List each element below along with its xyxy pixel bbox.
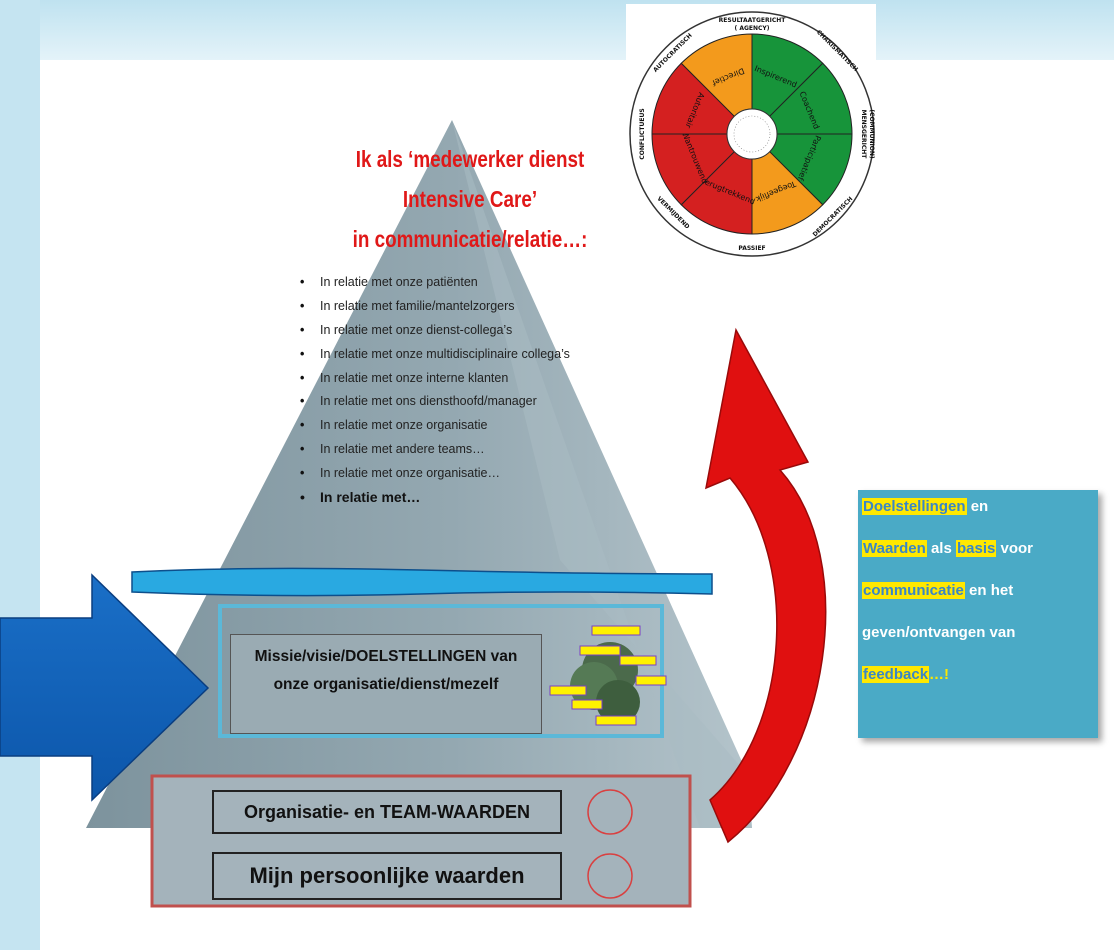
personal-values-box: Mijn persoonlijke waarden: [212, 852, 562, 900]
side-note-line-3: communicatie en het: [862, 582, 1014, 599]
leadership-wheel: InspirerendCoachendParticipatiefToegeefl…: [626, 4, 876, 260]
list-item: •In relatie met onze dienst-collega’s: [300, 322, 513, 337]
mission-frame: [218, 604, 664, 738]
side-note-box: Doelstellingen en Waarden als basis voor…: [858, 490, 1098, 738]
list-item: •In relatie met onze multidisciplinaire …: [300, 346, 570, 361]
list-item: •In relatie met onze organisatie: [300, 418, 488, 433]
list-item: •In relatie met onze organisatie…: [300, 466, 500, 481]
list-item: •In relatie met…: [300, 489, 421, 506]
list-item: •In relatie met ons diensthoofd/manager: [300, 394, 537, 409]
list-item: •In relatie met onze interne klanten: [300, 370, 509, 385]
side-note-line-2: Waarden als basis voor: [862, 540, 1034, 557]
wheel-label-top: RESULTAATGERICHT: [719, 17, 787, 24]
mission-box: Missie/visie/DOELSTELLINGEN van onze org…: [230, 634, 542, 734]
goals-cluster-graphic: [549, 625, 667, 726]
side-note-line-4: geven/ontvangen van: [862, 624, 1016, 641]
background-top-band: [0, 0, 1114, 60]
wheel-label-top-sub: ( AGENCY): [734, 25, 769, 32]
title-line-2: Intensive Care’: [402, 186, 538, 212]
list-item: •In relatie met andere teams…: [300, 442, 485, 457]
red-curved-arrow: [705, 327, 827, 844]
organisation-values-box: Organisatie- en TEAM-WAARDEN: [212, 790, 562, 834]
title-line-1: Ik als ‘medewerker dienst: [355, 146, 585, 172]
background-left-band: [0, 0, 40, 950]
list-item: •In relatie met onze patiënten: [300, 275, 478, 289]
pyramid-side-face: [452, 120, 752, 828]
relations-list: •In relatie met onze patiënten •In relat…: [300, 272, 570, 511]
separator-band: [131, 567, 713, 597]
mission-line-1: Missie/visie/DOELSTELLINGEN van: [254, 648, 518, 665]
wheel-label-left: CONFLICTUEUS: [639, 108, 646, 159]
side-note-line-1: Doelstellingen en: [862, 498, 989, 515]
title-line-3: in communicatie/relatie…:: [352, 226, 588, 252]
value-circle-bottom: [587, 853, 633, 899]
side-note-line-5: feedback…!: [862, 666, 950, 683]
wheel-label-bottom: PASSIEF: [738, 245, 765, 252]
value-circle-top: [587, 789, 633, 835]
mission-line-2: onze organisatie/dienst/mezelf: [273, 676, 499, 693]
wheel-label-right-sub: (COMMUNION): [868, 109, 875, 158]
blue-arrow: [0, 573, 210, 802]
list-item: •In relatie met familie/mantelzorgers: [300, 298, 515, 313]
wheel-label-right: MENSGERICHT: [860, 110, 867, 160]
